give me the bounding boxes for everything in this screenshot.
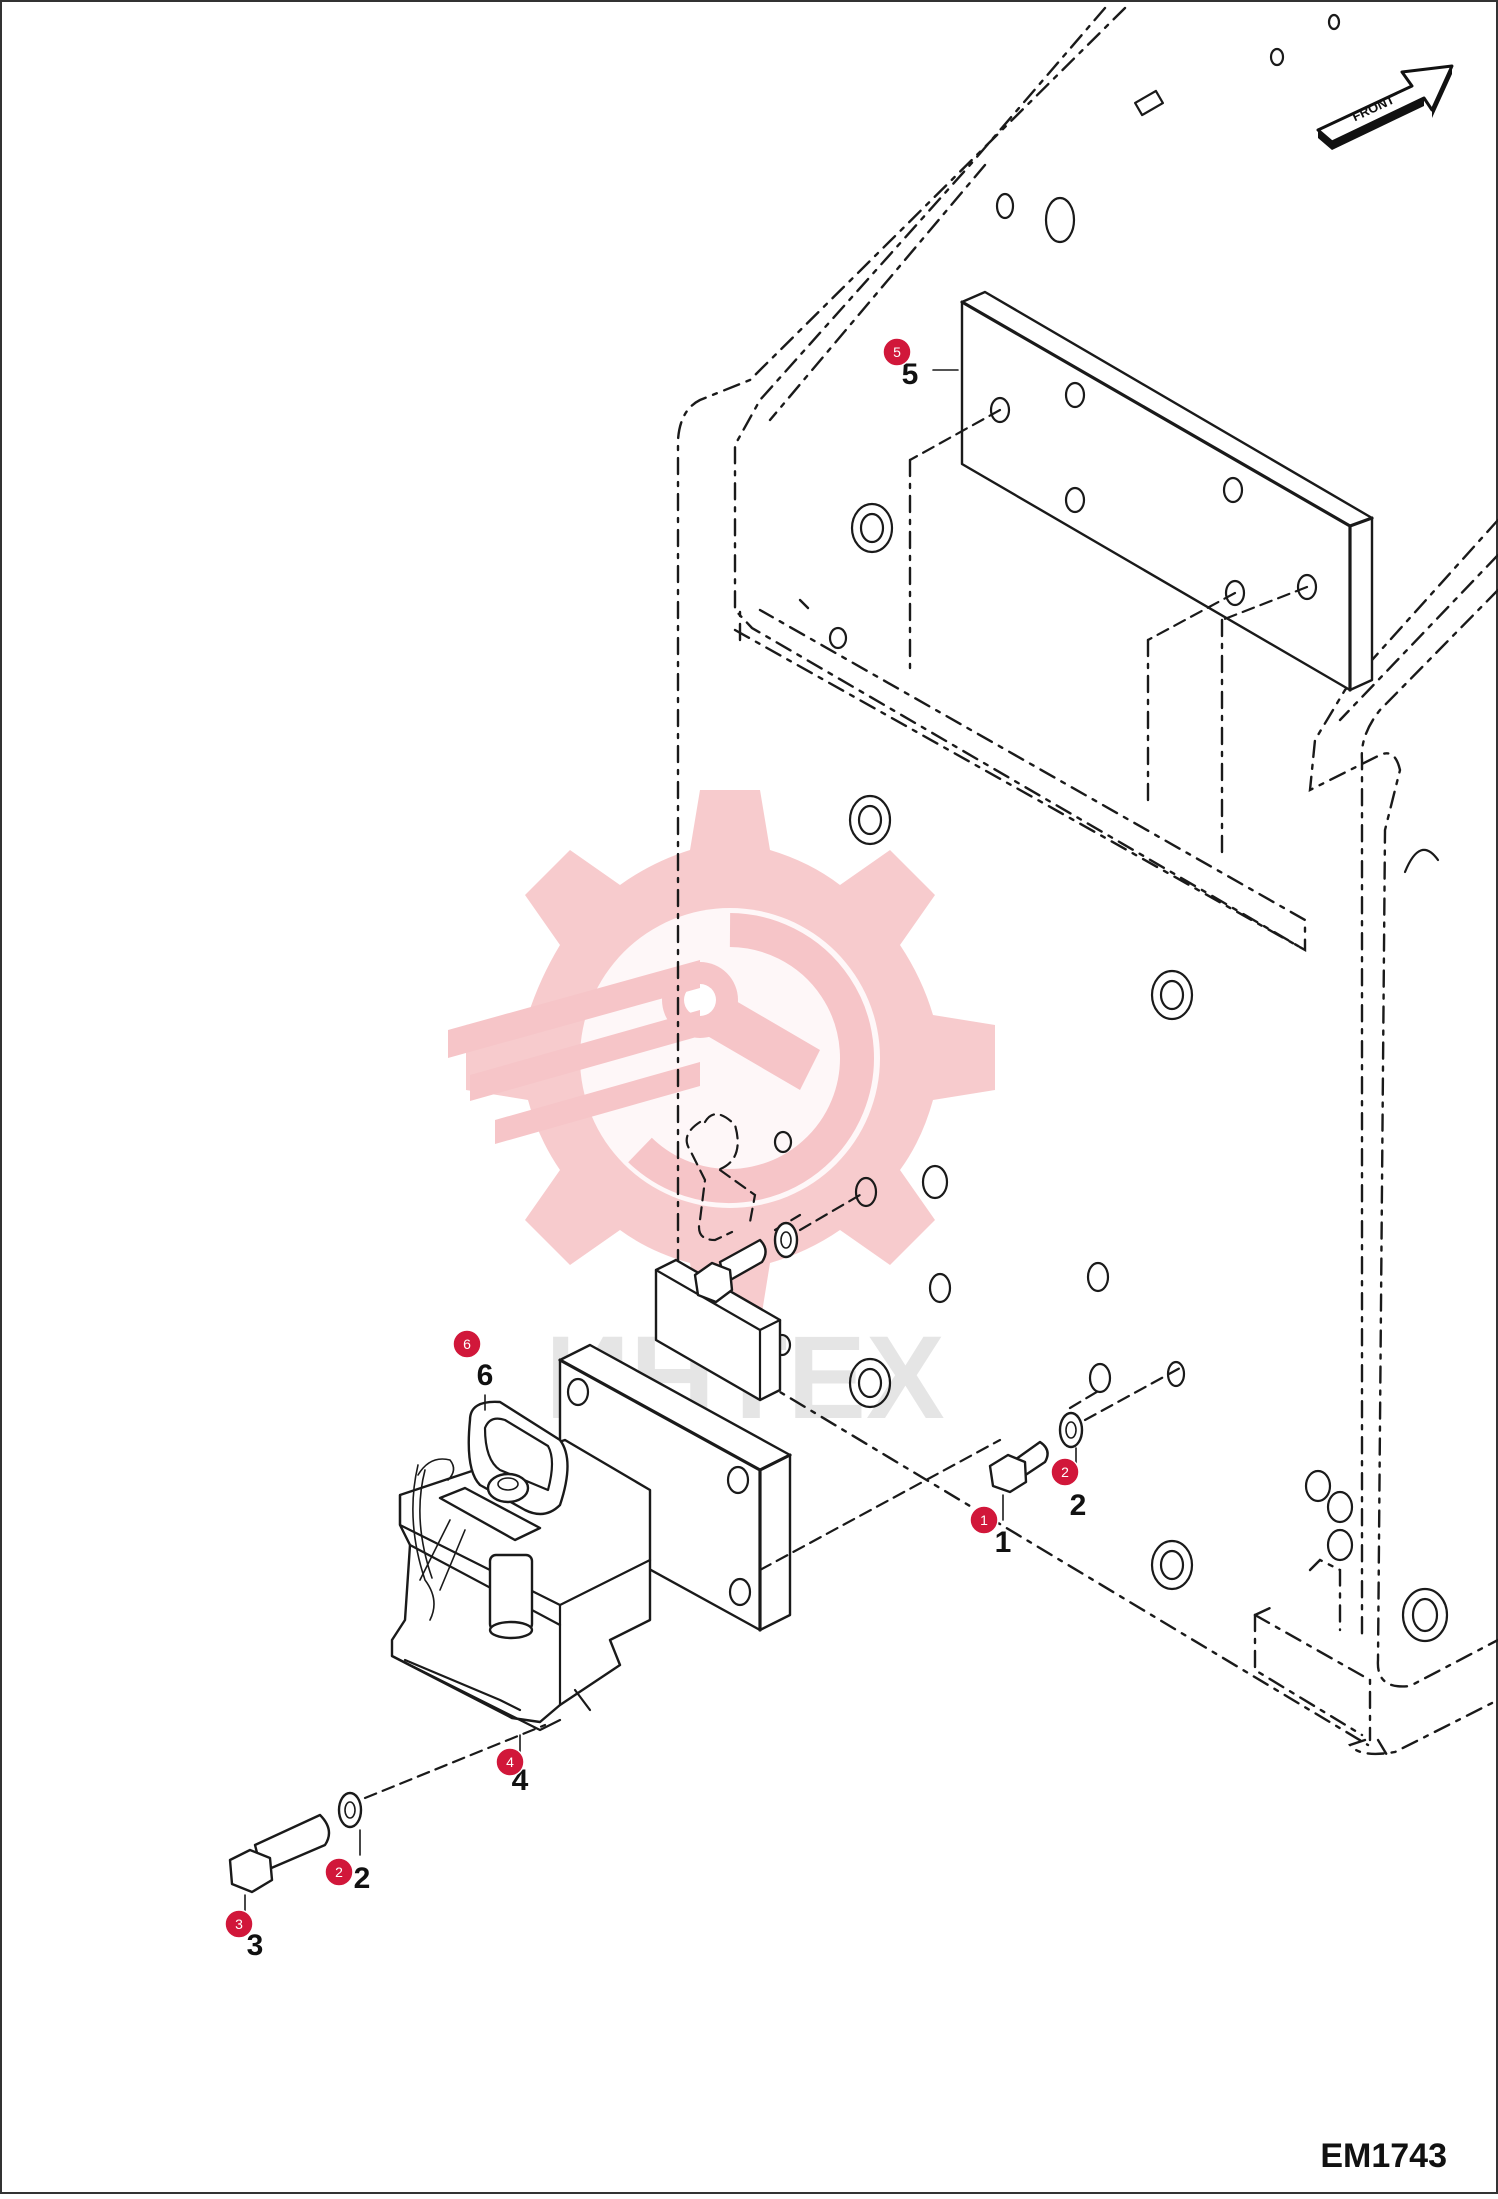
leader-washer-right: [1083, 1366, 1182, 1422]
leader-lower-left: [363, 1723, 547, 1800]
part-3-bolt-left: [228, 1813, 331, 1894]
part-4-pintle-hook: [390, 1438, 652, 1732]
callout-1-marker[interactable]: [969, 1505, 999, 1535]
callout-5-text: 5: [893, 344, 901, 360]
part-label-2-right: 2: [1070, 1489, 1087, 1522]
callout-2-right-text: 2: [1061, 1464, 1069, 1480]
frame-holes: [772, 13, 1449, 1643]
leader-bolt-right: [758, 1438, 1002, 1572]
part-label-2-left: 2: [354, 1862, 371, 1895]
callout-5-marker[interactable]: [882, 337, 912, 367]
callout-6-marker[interactable]: [452, 1329, 482, 1359]
part-2-washer-left: [337, 1791, 363, 1829]
upper-bolt: [693, 1193, 862, 1304]
callout-4-marker[interactable]: [495, 1747, 525, 1777]
part-label-1: 1: [995, 1526, 1012, 1559]
front-direction-arrow-icon: FRONT: [1316, 64, 1454, 150]
figure-reference-code: EM1743: [1320, 2137, 1447, 2175]
callout-1-text: 1: [980, 1512, 988, 1528]
callout-4-text: 4: [506, 1754, 514, 1770]
callout-6-text: 6: [463, 1336, 471, 1352]
part-2-washer-right: [1058, 1411, 1084, 1449]
callout-2-left-text: 2: [335, 1864, 343, 1880]
machine-frame-outline: [676, 6, 1498, 1762]
callout-2-left-marker[interactable]: [324, 1857, 354, 1887]
callout-2-right-marker[interactable]: [1050, 1457, 1080, 1487]
callout-3-text: 3: [235, 1916, 243, 1932]
part-label-6: 6: [477, 1359, 494, 1392]
upper-bracket-plate: [654, 1258, 782, 1402]
part-5-plate: [908, 290, 1374, 692]
part-1-bolt-right: [988, 1440, 1049, 1494]
part-label-5: 5: [902, 358, 919, 391]
leader-washer-right-2: [1068, 1388, 1102, 1410]
part-6-latch-ring: [417, 1400, 569, 1516]
watermark-gear-logo: [448, 790, 995, 1325]
callout-3-marker[interactable]: [224, 1909, 254, 1939]
part-label-3: 3: [247, 1929, 264, 1962]
